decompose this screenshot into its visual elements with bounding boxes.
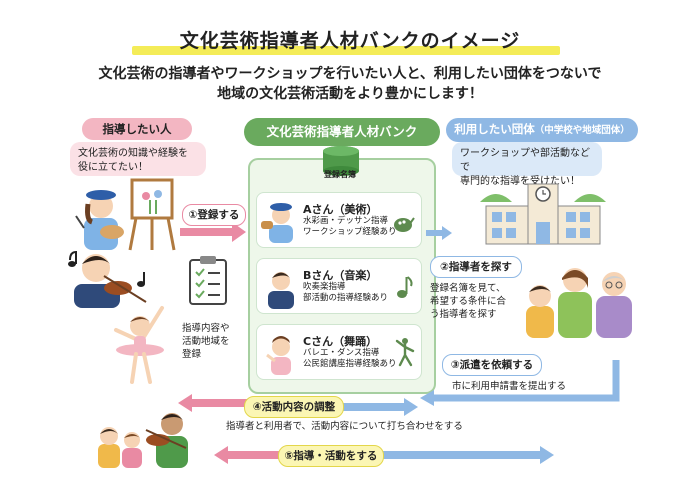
talent-a-line2: ワークショップ経験あり xyxy=(303,227,397,237)
painter-illustration-icon xyxy=(75,178,176,251)
step2-note-line3: う指導者を探す xyxy=(430,309,497,320)
step3-request: ③派遣を依頼する xyxy=(442,354,542,376)
step1-note-line1: 指導内容や xyxy=(182,323,230,334)
database-label: 登録名簿 xyxy=(324,170,356,179)
coordination-arrow-left xyxy=(178,394,252,412)
dancer-avatar-icon xyxy=(266,336,291,375)
talent-a-name: Aさん（美術） xyxy=(303,203,378,216)
subtitle-line-2: 地域の文化芸術活動をより豊かにします！ xyxy=(217,86,483,102)
page-subtitle: 文化芸術の指導者やワークショップを行いたい人と、利用したい団体をつないで 地域の… xyxy=(0,64,700,104)
dancing-figure-icon xyxy=(395,338,415,367)
database-icon xyxy=(323,146,359,176)
family-group-icon xyxy=(526,268,632,338)
step1-note-line2: 活動地域を xyxy=(182,336,230,347)
step3-note: 市に利用申請書を提出する xyxy=(452,381,567,392)
talent-bank-label: 文化芸術指導者人材バンク xyxy=(244,118,440,146)
step2-note-line2: 希望する条件に合 xyxy=(430,296,507,307)
step1-note-line3: 登録 xyxy=(182,349,202,360)
title-underline xyxy=(132,46,560,55)
instructor-label: 指導したい人 xyxy=(82,118,192,140)
violinist-illustration-icon xyxy=(68,250,147,308)
coordination-arrow-right xyxy=(342,398,418,416)
clipboard-checklist-icon xyxy=(189,256,227,305)
step5-activity: ⑤指導・活動をする xyxy=(278,445,384,467)
organization-label: 利用したい団体（中学校や地域団体） xyxy=(446,118,638,142)
step2-search: ②指導者を探す xyxy=(430,256,522,278)
palette-icon xyxy=(394,217,415,232)
activity-arrow-left xyxy=(214,446,286,464)
musician-avatar-icon xyxy=(268,272,294,309)
organization-bubble-line2: 専門的な指導を受けたい！ xyxy=(460,176,580,187)
page-title: 文化芸術指導者人材バンクのイメージ xyxy=(179,30,521,52)
request-arrow xyxy=(420,360,620,406)
step4-note: 指導者と利用者で、活動内容について打ち合わせをする xyxy=(226,421,463,432)
subtitle-line-1: 文化芸術の指導者やワークショップを行いたい人と、利用したい団体をつないで xyxy=(98,66,602,82)
talent-b-line1: 吹奏楽指導 xyxy=(303,282,346,292)
talent-c-line2: 公民館講座指導経験あり xyxy=(303,359,397,369)
talent-c-name: Cさん（舞踊） xyxy=(303,335,378,348)
organization-label-main: 利用したい団体 xyxy=(454,122,535,136)
talent-card-a[interactable]: Aさん（美術） 水彩画・デッサン指導 ワークショップ経験あり xyxy=(256,192,422,248)
step4-coordinate: ④活動内容の調整 xyxy=(244,396,344,418)
instructor-speech-bubble: 文化芸術の知識や経験を 役に立てたい！ xyxy=(70,142,206,176)
register-arrow xyxy=(180,222,246,242)
step2-note-line1: 登録名簿を見て、 xyxy=(430,283,506,294)
activity-arrow-right xyxy=(382,446,554,464)
talent-b-name: Bさん（音楽） xyxy=(303,269,378,282)
organization-bubble-line1: ワークショップや部活動などで xyxy=(460,148,590,173)
organization-speech-bubble: ワークショップや部活動などで 専門的な指導を受けたい！ xyxy=(452,142,602,187)
step1-register: ①登録する xyxy=(182,204,246,226)
talent-c-line1: バレエ・ダンス指導 xyxy=(303,348,380,358)
lesson-illustration-icon xyxy=(98,413,188,468)
instructor-bubble-line2: 役に立てたい！ xyxy=(78,162,148,173)
painter-avatar-icon xyxy=(261,203,293,243)
school-building-icon xyxy=(480,183,606,245)
talent-b-line2: 部活動の指導経験あり xyxy=(303,293,389,303)
music-note-icon xyxy=(397,276,413,298)
step2-note: 登録名簿を見て、 希望する条件に合 う指導者を探す xyxy=(430,282,530,321)
instructor-bubble-line1: 文化芸術の知識や経験を xyxy=(78,148,188,159)
ballerina-illustration-icon xyxy=(114,306,164,384)
talent-card-c[interactable]: Cさん（舞踊） バレエ・ダンス指導 公民館講座指導経験あり xyxy=(256,324,422,380)
talent-a-line1: 水彩画・デッサン指導 xyxy=(303,216,389,226)
step1-note: 指導内容や 活動地域を 登録 xyxy=(182,322,246,361)
search-arrow xyxy=(426,226,452,240)
organization-label-sub: （中学校や地域団体） xyxy=(534,125,630,136)
talent-card-b[interactable]: Bさん（音楽） 吹奏楽指導 部活動の指導経験あり xyxy=(256,258,422,314)
